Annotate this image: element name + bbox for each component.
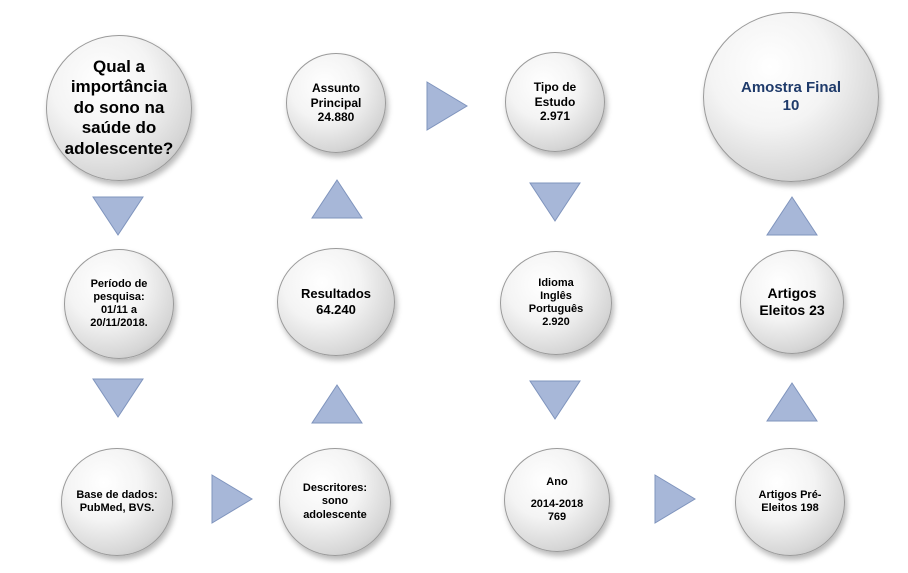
database-line-1: Base de dados: — [76, 488, 158, 501]
language-line-1: Idioma — [538, 276, 574, 289]
descriptors-line-3: adolescente — [303, 508, 367, 521]
question-line-3: do sono na — [73, 97, 165, 117]
year-node: Ano 2014-2018 769 — [504, 448, 610, 552]
selected-line-2: Eleitos 23 — [759, 302, 825, 318]
final-sample-node: Amostra Final 10 — [703, 12, 879, 182]
question-line-4: saúde do — [81, 118, 157, 138]
language-node: Idioma Inglês Português 2.920 — [500, 251, 612, 355]
main-subject-line-1: Assunto — [312, 81, 360, 96]
year-line-2: 2014-2018 — [530, 497, 584, 510]
question-line-5: adolescente? — [64, 138, 174, 158]
arrow-down-period-to-database — [92, 378, 144, 418]
final-sample-line-2: 10 — [782, 97, 800, 114]
language-line-3: Português — [528, 303, 584, 315]
arrow-down-language-to-year — [529, 380, 581, 420]
arrow-up-results-to-main-subject — [311, 179, 363, 219]
arrow-right-main-subject-to-study-type — [426, 81, 468, 131]
descriptors-line-1: Descritores: — [302, 482, 368, 495]
question-line-2: importância — [70, 77, 168, 97]
arrow-up-selected-to-final-sample — [766, 196, 818, 236]
arrow-down-question-to-period — [92, 196, 144, 236]
question-line-1: Qual a — [93, 57, 145, 77]
arrow-up-descriptors-to-results — [311, 384, 363, 424]
results-node: Resultados 64.240 — [277, 248, 395, 356]
language-line-2: Inglês — [540, 289, 572, 302]
results-line-2: 64.240 — [316, 302, 356, 317]
selected-node: Artigos Eleitos 23 — [740, 250, 844, 354]
preselected-line-2: Eleitos 198 — [761, 502, 819, 514]
study-type-line-2: Estudo — [534, 94, 576, 109]
period-line-1: Período de — [90, 277, 148, 290]
database-line-2: PubMed, BVS. — [79, 502, 155, 514]
arrow-right-database-to-descriptors — [211, 474, 253, 524]
descriptors-node: Descritores: sono adolescente — [279, 448, 391, 556]
period-line-4: 20/11/2018. — [90, 317, 148, 330]
arrow-up-preselected-to-selected — [766, 382, 818, 422]
language-line-4: 2.920 — [542, 316, 570, 329]
main-subject-node: Assunto Principal 24.880 — [286, 53, 386, 153]
year-line-1: Ano — [546, 475, 568, 488]
arrow-right-year-to-preselected — [654, 474, 696, 524]
study-type-line-3: 2.971 — [539, 109, 570, 124]
preselected-line-1: Artigos Pré- — [758, 488, 822, 501]
descriptors-line-2: sono — [321, 495, 349, 508]
period-node: Período de pesquisa: 01/11 a 20/11/2018. — [64, 249, 174, 359]
study-type-node: Tipo de Estudo 2.971 — [505, 52, 605, 152]
results-line-1: Resultados — [300, 286, 372, 302]
year-line-3: 769 — [547, 511, 567, 524]
main-subject-line-3: 24.880 — [317, 110, 355, 125]
preselected-node: Artigos Pré- Eleitos 198 — [735, 448, 845, 556]
final-sample-line-1: Amostra Final — [740, 79, 842, 96]
main-subject-line-2: Principal — [310, 95, 362, 110]
period-line-2: pesquisa: — [93, 290, 145, 303]
question-node: Qual a importância do sono na saúde do a… — [46, 35, 192, 181]
study-type-line-1: Tipo de — [533, 80, 577, 95]
database-node: Base de dados: PubMed, BVS. — [61, 448, 173, 556]
selected-line-1: Artigos — [767, 285, 817, 302]
arrow-down-study-type-to-language — [529, 182, 581, 222]
period-line-3: 01/11 a — [100, 304, 138, 316]
